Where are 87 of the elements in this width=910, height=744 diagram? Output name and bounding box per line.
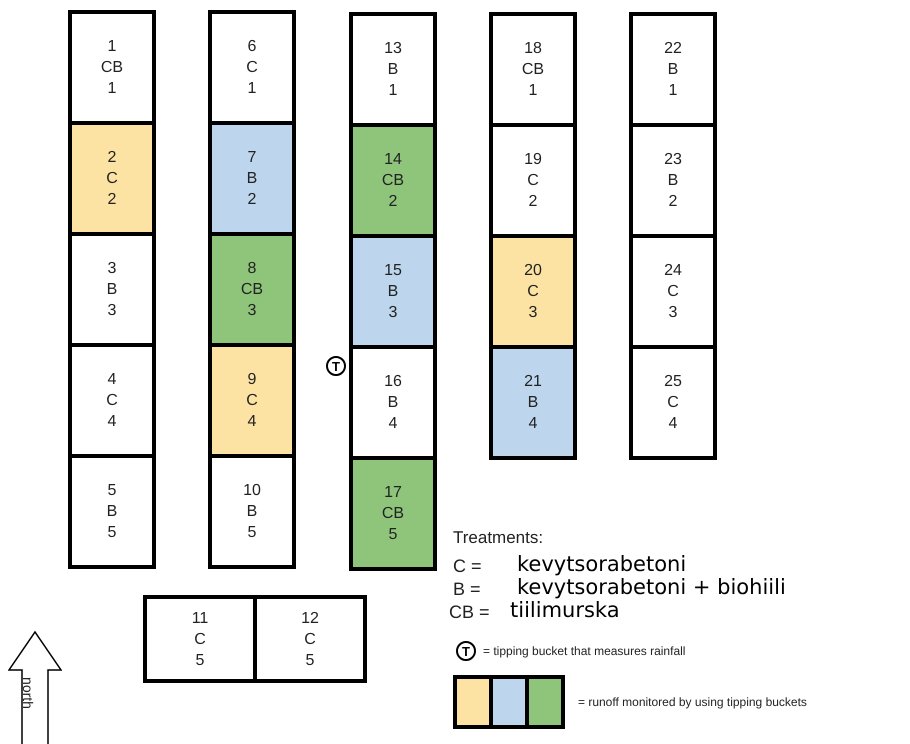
plot-text: 4 bbox=[388, 414, 398, 434]
plot-text: 1 bbox=[248, 79, 256, 99]
plot-text: 3 bbox=[248, 301, 256, 321]
legend-text: = runoff monitored by using tipping buckets bbox=[578, 695, 807, 709]
plot-text: 19 bbox=[524, 150, 542, 170]
plot-text: 4 bbox=[668, 414, 678, 434]
plot-text: 2 bbox=[528, 192, 538, 212]
plot-text: 22 bbox=[664, 39, 682, 59]
plot-text: C bbox=[527, 171, 539, 191]
plot-text: 20 bbox=[524, 261, 542, 281]
plot-text: CB bbox=[522, 60, 544, 80]
legend-term: kevytsorabetoni + biohiili bbox=[517, 575, 786, 599]
plot-text: CB bbox=[240, 280, 264, 300]
plot-text: B bbox=[388, 60, 398, 80]
plot-text: 12 bbox=[301, 608, 319, 628]
plot-text: 3 bbox=[108, 301, 116, 321]
plot-text: 23 bbox=[664, 150, 682, 170]
plot-text: 1 bbox=[108, 37, 116, 57]
plot-text: 17 bbox=[384, 483, 402, 503]
legend-term: kevytsorabetoni bbox=[517, 552, 686, 576]
plot-text: 11 bbox=[192, 608, 208, 628]
plot-text: 24 bbox=[664, 261, 682, 281]
plot-text: 1 bbox=[388, 81, 398, 101]
plot-text: C bbox=[106, 391, 118, 411]
plot-text: C bbox=[667, 393, 679, 413]
tipping-bucket-marker: T bbox=[326, 356, 346, 376]
plot-text: B bbox=[246, 502, 258, 522]
plot-text: B bbox=[106, 502, 118, 522]
plot-text: C bbox=[304, 630, 316, 650]
plot-text: 1 bbox=[528, 81, 538, 101]
plot-text: 25 bbox=[664, 372, 682, 392]
plot-text: 18 bbox=[524, 39, 542, 59]
plot-text: C bbox=[246, 58, 258, 78]
plot-text: C bbox=[527, 282, 539, 302]
plot-text: C bbox=[106, 169, 118, 189]
plot-text: B bbox=[388, 393, 398, 413]
plot-text: 3 bbox=[668, 303, 678, 323]
plot-text: B bbox=[106, 280, 118, 300]
legend-heading: Treatments: bbox=[453, 528, 544, 548]
plot-text: 5 bbox=[388, 525, 398, 545]
plot-text: 3 bbox=[388, 303, 398, 323]
plot-text: 4 bbox=[108, 412, 116, 432]
plot-text: 5 bbox=[108, 481, 116, 501]
plot-text: B bbox=[668, 171, 678, 191]
plot-text: 2 bbox=[108, 148, 116, 168]
plot-text: B bbox=[668, 60, 678, 80]
plot-text: C bbox=[667, 282, 679, 302]
plot-text: 2 bbox=[248, 190, 256, 210]
legend-key: B = bbox=[453, 579, 481, 600]
plot-text: 2 bbox=[108, 190, 116, 210]
north-label: north bbox=[20, 677, 36, 709]
plot-text: 10 bbox=[243, 481, 261, 501]
legend-term: tiilimurska bbox=[510, 598, 620, 622]
plot-text: 4 bbox=[248, 412, 256, 432]
plot-text: 3 bbox=[528, 303, 538, 323]
legend-text: = tipping bucket that measures rainfall bbox=[483, 644, 686, 658]
plot-text: 5 bbox=[108, 523, 116, 543]
plot-text: 13 bbox=[384, 39, 402, 59]
plot-text: CB bbox=[382, 504, 404, 524]
plot-text: C bbox=[194, 630, 206, 650]
plot-text: C bbox=[246, 391, 258, 411]
plot-text: 5 bbox=[196, 650, 204, 670]
plot-text: 2 bbox=[388, 192, 398, 212]
plot-text: B bbox=[528, 393, 538, 413]
legend-key: C = bbox=[453, 556, 482, 577]
legend-symbol: T bbox=[456, 641, 476, 661]
plot-text: B bbox=[388, 282, 398, 302]
plot-text: CB bbox=[100, 58, 124, 78]
plot-text: 16 bbox=[384, 372, 402, 392]
plot-text: 15 bbox=[384, 261, 402, 281]
plot-text: CB bbox=[382, 171, 404, 191]
plot-text: 9 bbox=[248, 370, 256, 390]
legend-key: CB = bbox=[449, 602, 490, 623]
plot-text: 21 bbox=[524, 372, 542, 392]
plot-text: 1 bbox=[668, 81, 678, 101]
plot-text: B bbox=[246, 169, 258, 189]
plot-text: 3 bbox=[108, 259, 116, 279]
plot-text: 7 bbox=[248, 148, 256, 168]
plot-text: 4 bbox=[528, 414, 538, 434]
plot-text: 1 bbox=[108, 79, 116, 99]
plot-text: 5 bbox=[306, 650, 314, 670]
plot-text: 14 bbox=[384, 150, 402, 170]
plot-text: 2 bbox=[668, 192, 678, 212]
plot-text: 8 bbox=[248, 259, 256, 279]
plot-text: 6 bbox=[248, 37, 256, 57]
plot-text: 4 bbox=[108, 370, 116, 390]
plot-text: 5 bbox=[248, 523, 256, 543]
